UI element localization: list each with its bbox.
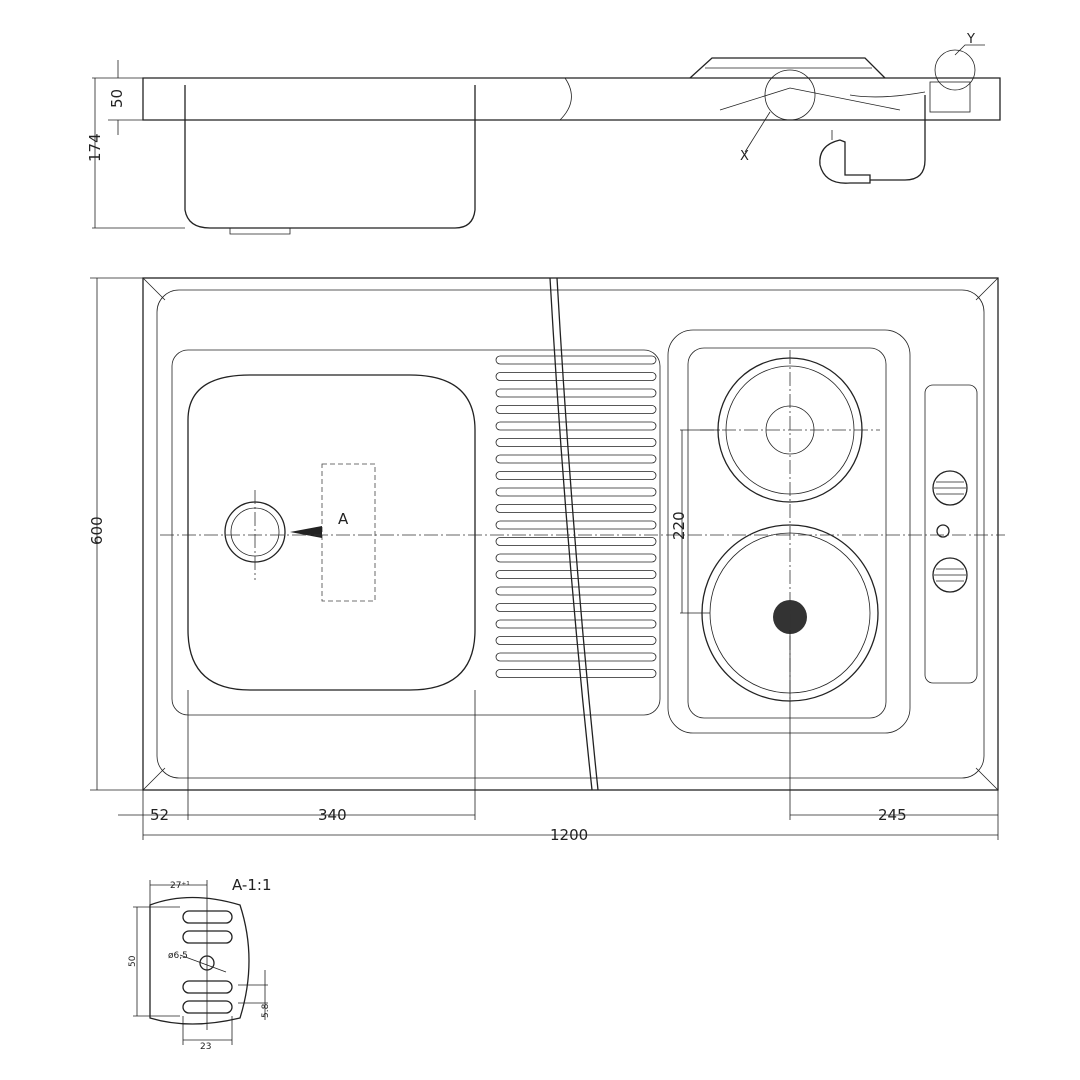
drainer-groove <box>495 652 657 662</box>
knob-bottom <box>932 557 968 593</box>
drainer-groove <box>495 438 657 447</box>
drainer-groove <box>495 421 657 431</box>
drainer-groove <box>495 636 657 645</box>
indicator-light <box>936 524 950 538</box>
drainer-groove <box>495 355 657 365</box>
plan-view: A 220 600 52 340 245 1200 <box>88 277 1005 844</box>
drainer-groove <box>495 487 657 497</box>
drainer-groove <box>495 586 657 596</box>
drainer-groove <box>495 372 657 381</box>
mounting-slot <box>182 980 233 994</box>
dim-hole: ø6,5 <box>168 951 188 961</box>
drainer-groove <box>495 405 657 414</box>
dim-bottom: 23 <box>200 1042 211 1052</box>
drainer-grooves <box>495 355 657 678</box>
dim-left-offset: 52 <box>150 806 169 824</box>
drainer-groove <box>495 537 657 546</box>
dim-slot: 5.8 <box>261 1003 271 1018</box>
dim-top: 27⁺¹ <box>170 881 190 891</box>
drainer-groove <box>495 553 657 563</box>
knob-top <box>932 470 968 506</box>
drainer-groove <box>495 669 657 678</box>
detail-title: A-1:1 <box>232 876 272 894</box>
label-x: X <box>740 149 749 164</box>
dim-hob-spacing: 220 <box>670 511 688 540</box>
dim-hob-offset: 245 <box>878 806 907 824</box>
dim-height: 50 <box>128 955 138 967</box>
dim-rim: 50 <box>108 89 126 108</box>
drainer-groove <box>495 619 657 629</box>
side-view: X Y 50 174 <box>86 32 1001 235</box>
drainer-groove <box>495 471 657 480</box>
detail-a: A-1:1 27⁺¹ ø6,5 50 5.8 23 <box>128 876 272 1052</box>
label-y: Y <box>966 32 975 47</box>
dim-depth-total: 600 <box>88 516 106 545</box>
section-label-a: A <box>338 510 349 528</box>
dim-width-total: 1200 <box>550 826 588 844</box>
drainer-groove <box>495 388 657 398</box>
drainer-groove <box>495 454 657 464</box>
dim-bowl-width: 340 <box>318 806 347 824</box>
mounting-slot <box>182 1000 233 1014</box>
drainer-groove <box>495 504 657 513</box>
mounting-slot <box>182 910 233 924</box>
drainer-groove <box>495 520 657 530</box>
drainer-groove <box>495 570 657 579</box>
mounting-slot <box>182 930 233 944</box>
dim-depth: 174 <box>86 133 104 162</box>
drainer-groove <box>495 603 657 612</box>
